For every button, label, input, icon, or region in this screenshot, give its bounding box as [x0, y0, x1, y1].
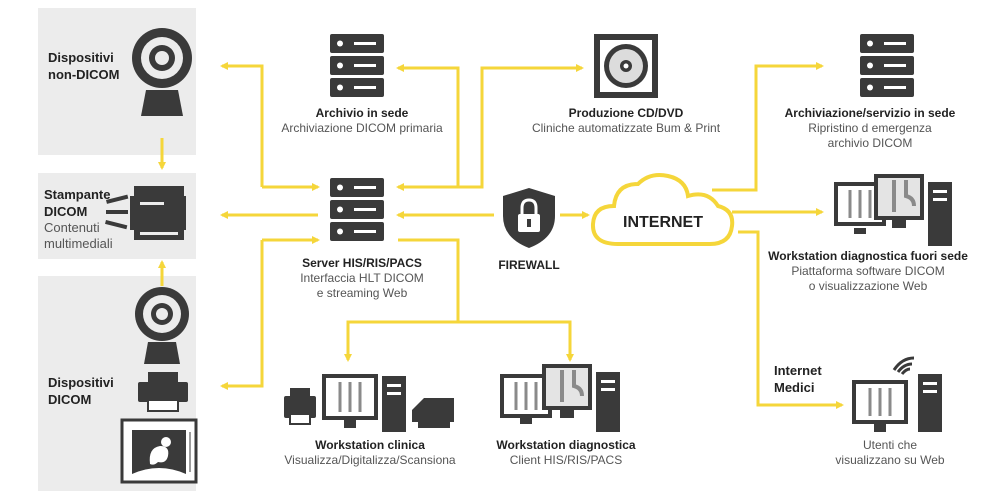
remote-archive-server-icon [860, 34, 914, 97]
arrow-server-to-ws-diag [458, 320, 574, 362]
archive-server-icon [330, 34, 384, 97]
cd-dvd-icon [594, 34, 658, 98]
ultrasound-icon [120, 418, 198, 484]
clinical-workstation-icon [284, 374, 454, 432]
internet-cloud-icon [590, 173, 735, 246]
his-ris-pacs-server-icon [330, 178, 384, 241]
arrow-server-to-nondicom [220, 62, 264, 187]
arrow-server-to-dicom [220, 240, 264, 390]
arrow-to-cd [458, 64, 584, 189]
remote-workstation-icon [834, 174, 952, 246]
web-user-workstation-icon [852, 356, 942, 432]
mri-scanner-icon [132, 28, 192, 116]
arrow-internet-to-archive-remote [712, 62, 824, 192]
arrow-internet-to-web-users [738, 230, 844, 409]
printer-icon [138, 372, 188, 412]
mri-dicom-icon [135, 287, 189, 364]
firewall-label: FIREWALL [498, 258, 560, 272]
arrow-server-to-archive [396, 64, 460, 187]
firewall-shield-icon [503, 188, 555, 248]
diagnostic-workstation-icon [500, 364, 620, 432]
internet-label: INTERNET [623, 214, 703, 231]
dicom-printer-icon [105, 186, 186, 240]
